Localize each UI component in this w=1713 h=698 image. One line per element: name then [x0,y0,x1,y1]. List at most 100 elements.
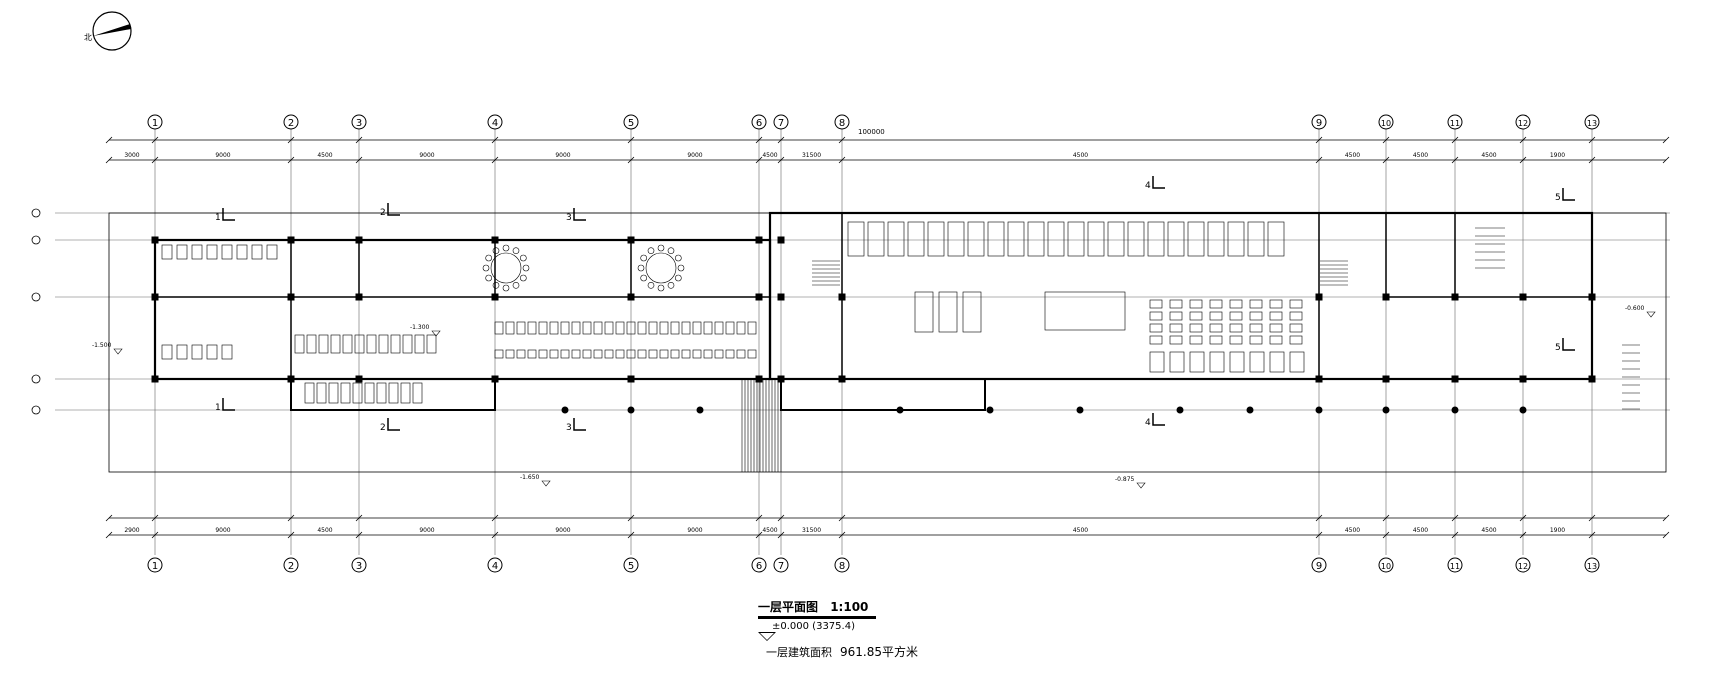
dining-table [352,382,363,404]
colonnade-column [627,406,635,414]
column [1519,375,1527,383]
dining-table [376,382,387,404]
colonnade-column [986,406,994,414]
colonnade-column [1076,406,1084,414]
dimension-tick [1382,514,1390,522]
chair [647,247,655,254]
level-mark: -1.300 [410,324,430,331]
floor-area-value: 961.85平方米 [840,645,918,659]
colonnade-column [1382,406,1390,414]
chair [1209,299,1223,309]
dimension-tick [1588,156,1596,164]
chair [1169,323,1183,333]
chair [492,247,500,254]
dimension-tick [1315,136,1323,144]
section-mark: 3 [566,213,572,223]
chair [1289,335,1303,345]
axis-label: 2 [288,118,294,129]
dining-table [400,382,411,404]
column [1382,375,1390,383]
axis-bubble [1584,114,1600,130]
dining-table [914,291,934,333]
axis-label: 7 [778,118,784,129]
axis-bubble [1311,557,1327,573]
colonnade-column [561,406,569,414]
terrace-outline [108,212,1667,473]
column [355,236,363,244]
drawing-title-text: 一层平面图 [758,600,819,614]
dimension-tick [627,136,635,144]
axis-label: 13 [1587,562,1597,571]
chair [681,349,691,359]
axis-bubble [1515,557,1531,573]
chair [582,349,592,359]
booth-table [847,221,865,257]
chair [485,274,492,282]
booth-table [1267,221,1285,257]
dimension-text: 9000 [687,152,702,159]
dining-table [938,291,958,333]
dining-table [328,382,339,404]
dimension-text: 2900 [124,527,139,534]
booth-table [1227,221,1245,257]
section-arrow [1152,413,1165,426]
axis-bubble [147,557,163,573]
chair [1149,311,1163,321]
dimension-tick [355,156,363,164]
dimension-tick [1519,514,1527,522]
dimension-text: 1900 [1550,152,1565,159]
elevation-text: ±0.000 (3375.4) [772,621,855,632]
chair [1189,311,1203,321]
dimension-tick [1588,514,1596,522]
dimension-tick [1451,514,1459,522]
section-mark: 2 [380,423,386,433]
chair [1229,323,1243,333]
dining-seat [736,321,746,335]
colonnade-column [1246,406,1254,414]
dimension-text: 9000 [687,527,702,534]
column [755,375,763,383]
axis-label: 9 [1316,118,1322,129]
chair [571,349,581,359]
dimension-tick [151,514,159,522]
dimension-tick [1519,531,1527,539]
dining-seat [516,321,526,335]
axis-bubble [751,557,767,573]
chair [1269,299,1283,309]
dimension-tick [1451,531,1459,539]
toilet-stall [266,244,278,260]
chair [640,254,647,262]
chair [648,349,658,359]
booth-table [987,221,1005,257]
axis-bubble [283,114,299,130]
dimension-text: 31500 [802,527,821,534]
column [1588,375,1596,383]
chair [725,349,735,359]
dining-seat [626,321,636,335]
dimension-tick [755,514,763,522]
chair [1149,335,1163,345]
toilet-stall [206,244,218,260]
column [627,293,635,301]
dining-seat [692,321,702,335]
dimension-text: 4500 [1345,527,1360,534]
drawing-title: 一层平面图 1:100 [758,598,877,619]
row-bubble [31,374,41,384]
column [151,375,159,383]
section-arrow [573,208,586,221]
chair [1289,299,1303,309]
booth-table [1269,351,1285,373]
dining-seat [659,321,669,335]
dimension-tick [1315,531,1323,539]
column [355,293,363,301]
booth-table [1209,351,1225,373]
axis-bubble [351,114,367,130]
column [1451,293,1459,301]
dimension-tick [755,136,763,144]
chair [692,349,702,359]
dimension-text: 4500 [317,527,332,534]
level-mark: -0.600 [1625,305,1645,312]
chair [502,244,510,252]
column [151,293,159,301]
dimension-tick [1662,514,1670,522]
